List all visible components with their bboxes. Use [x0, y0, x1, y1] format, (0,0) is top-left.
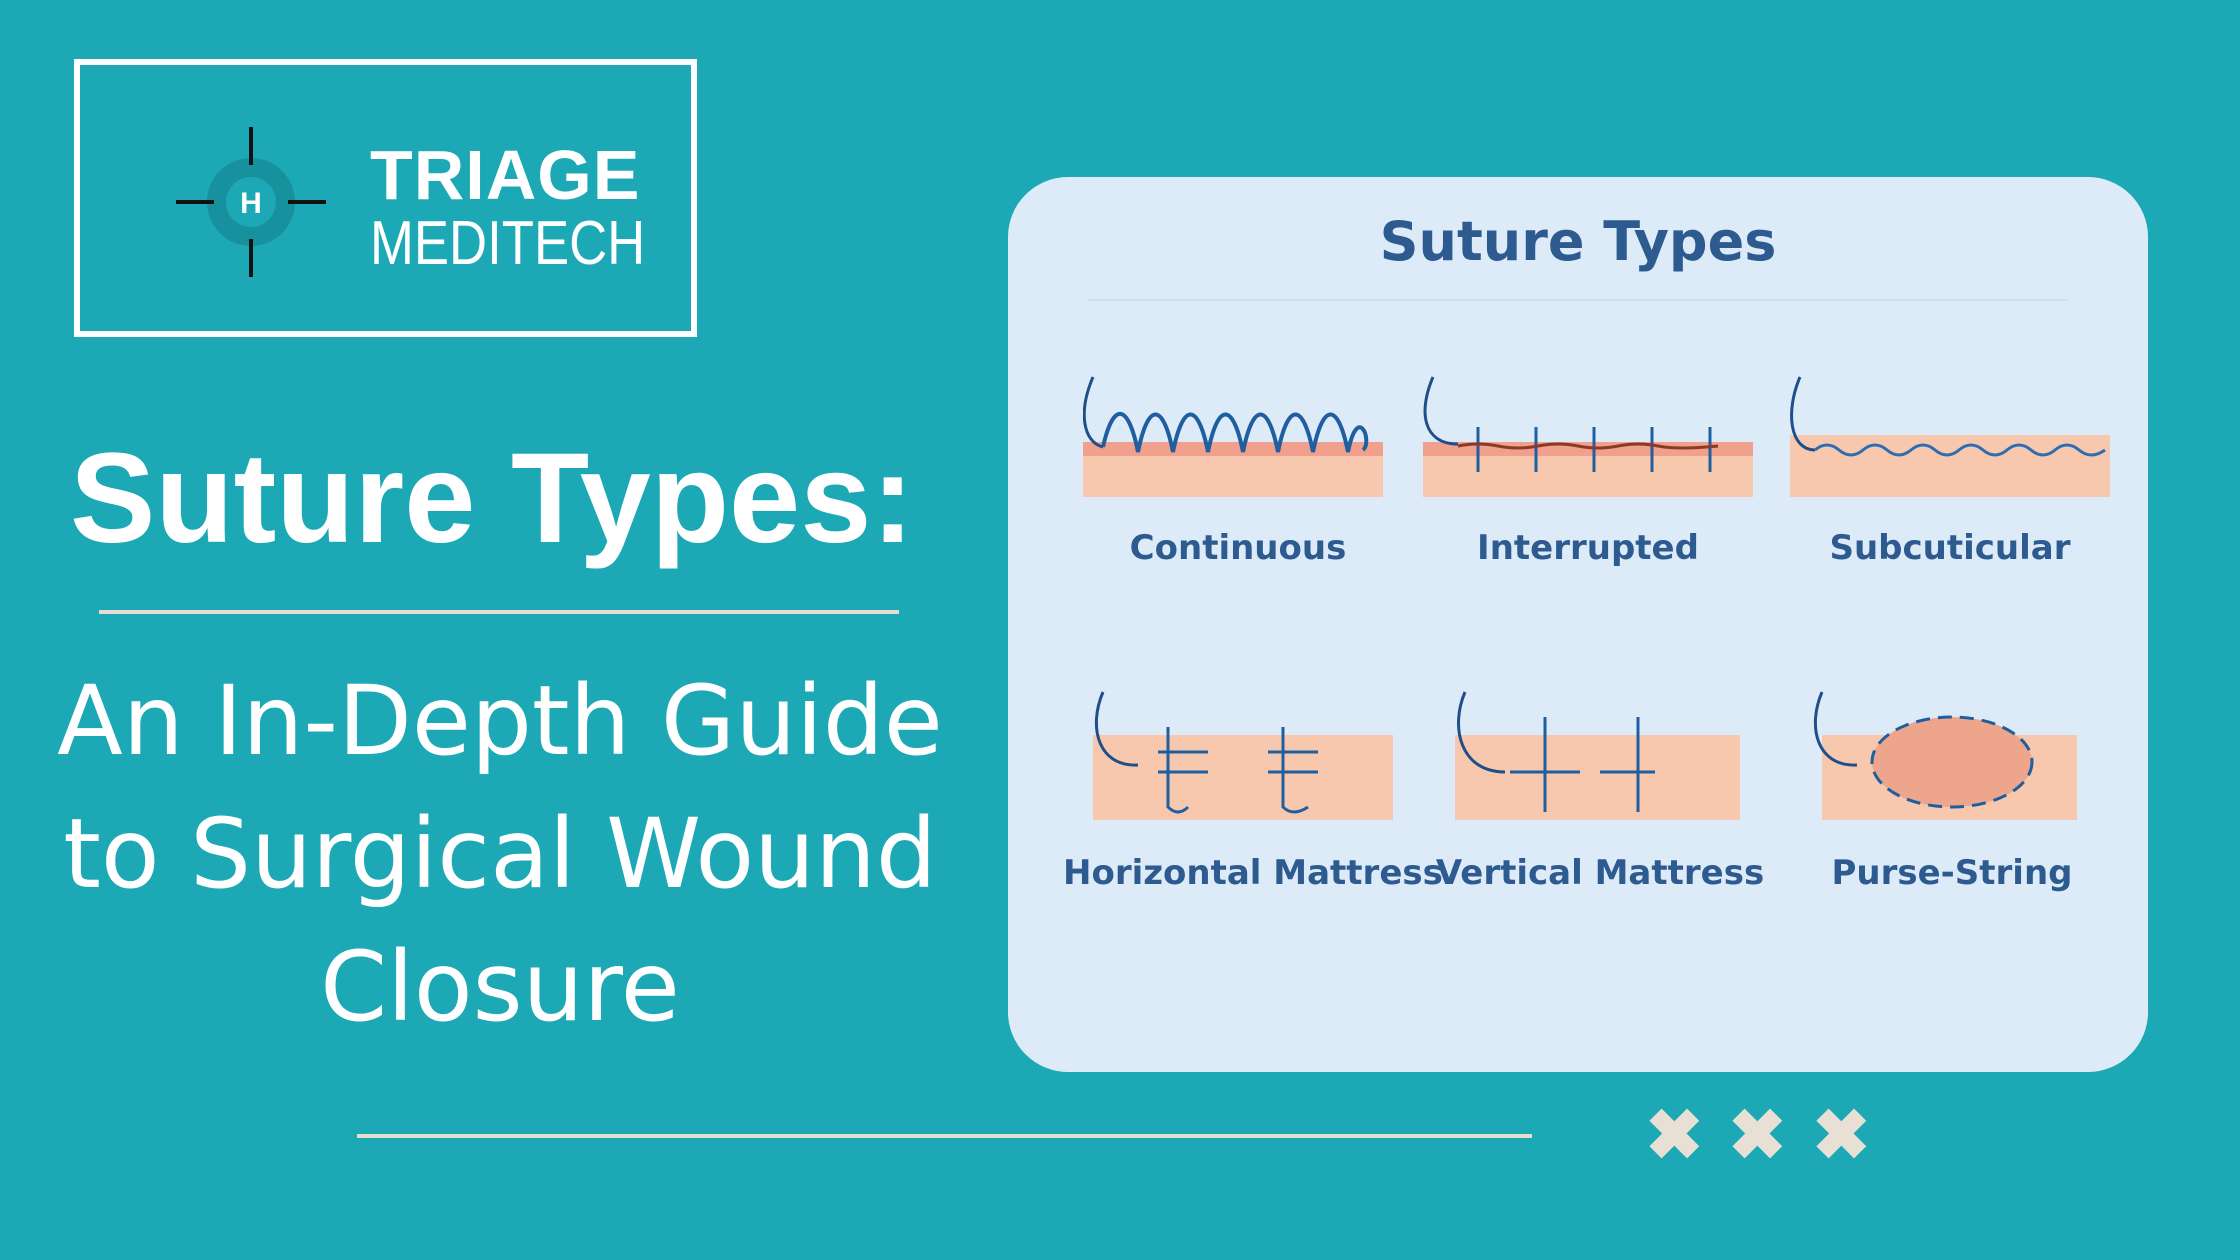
brand-name-primary: TRIAGE: [370, 136, 641, 214]
suture-label: Horizontal Mattress: [1063, 853, 1443, 893]
suture-horizontal-mattress: Horizontal Mattress: [1063, 687, 1443, 893]
suture-label: Interrupted: [1477, 528, 1699, 568]
x-icon: ✖: [1645, 1096, 1704, 1174]
vertical-mattress-suture-icon: [1455, 691, 1740, 820]
x-icon: ✖: [1812, 1096, 1871, 1174]
suture-label: Continuous: [1129, 528, 1347, 568]
brand-logo: H TRIAGE MEDITECH: [74, 59, 697, 337]
horizontal-mattress-suture-icon: [1093, 691, 1393, 820]
subcuticular-suture-icon: [1790, 376, 2110, 497]
subtitle-line: An In-Depth Guide: [57, 665, 943, 777]
continuous-suture-icon: [1083, 376, 1383, 497]
subtitle: An In-Depth Guide to Surgical Wound Clos…: [40, 655, 960, 1054]
brand-name-secondary: MEDITECH: [370, 209, 646, 278]
subtitle-line: to Surgical Wound: [63, 798, 937, 910]
suture-purse-string: Purse-String: [1772, 687, 2132, 893]
card-divider: [1088, 299, 2068, 301]
suture-subcuticular: Subcuticular: [1770, 372, 2130, 568]
suture-label: Subcuticular: [1829, 528, 2071, 568]
logo-letter: H: [240, 187, 262, 220]
x-icon: ✖: [1728, 1096, 1787, 1174]
page-title: Suture Types:: [70, 427, 914, 570]
subtitle-line: Closure: [320, 931, 680, 1043]
suture-vertical-mattress: Vertical Mattress: [1420, 687, 1780, 893]
suture-label: Purse-String: [1831, 853, 2073, 893]
bottom-divider: [357, 1134, 1532, 1138]
suture-types-card: Suture Types Continuous Interrupted Subc…: [1008, 177, 2148, 1072]
suture-interrupted: Interrupted: [1408, 372, 1768, 568]
purse-string-suture-icon: [1813, 691, 2077, 820]
card-title: Suture Types: [1379, 210, 1777, 273]
title-divider: [99, 610, 899, 614]
interrupted-suture-icon: [1423, 376, 1753, 497]
crosshair-logo-icon: H: [176, 127, 326, 277]
suture-continuous: Continuous: [1058, 372, 1418, 568]
suture-label: Vertical Mattress: [1435, 853, 1765, 893]
